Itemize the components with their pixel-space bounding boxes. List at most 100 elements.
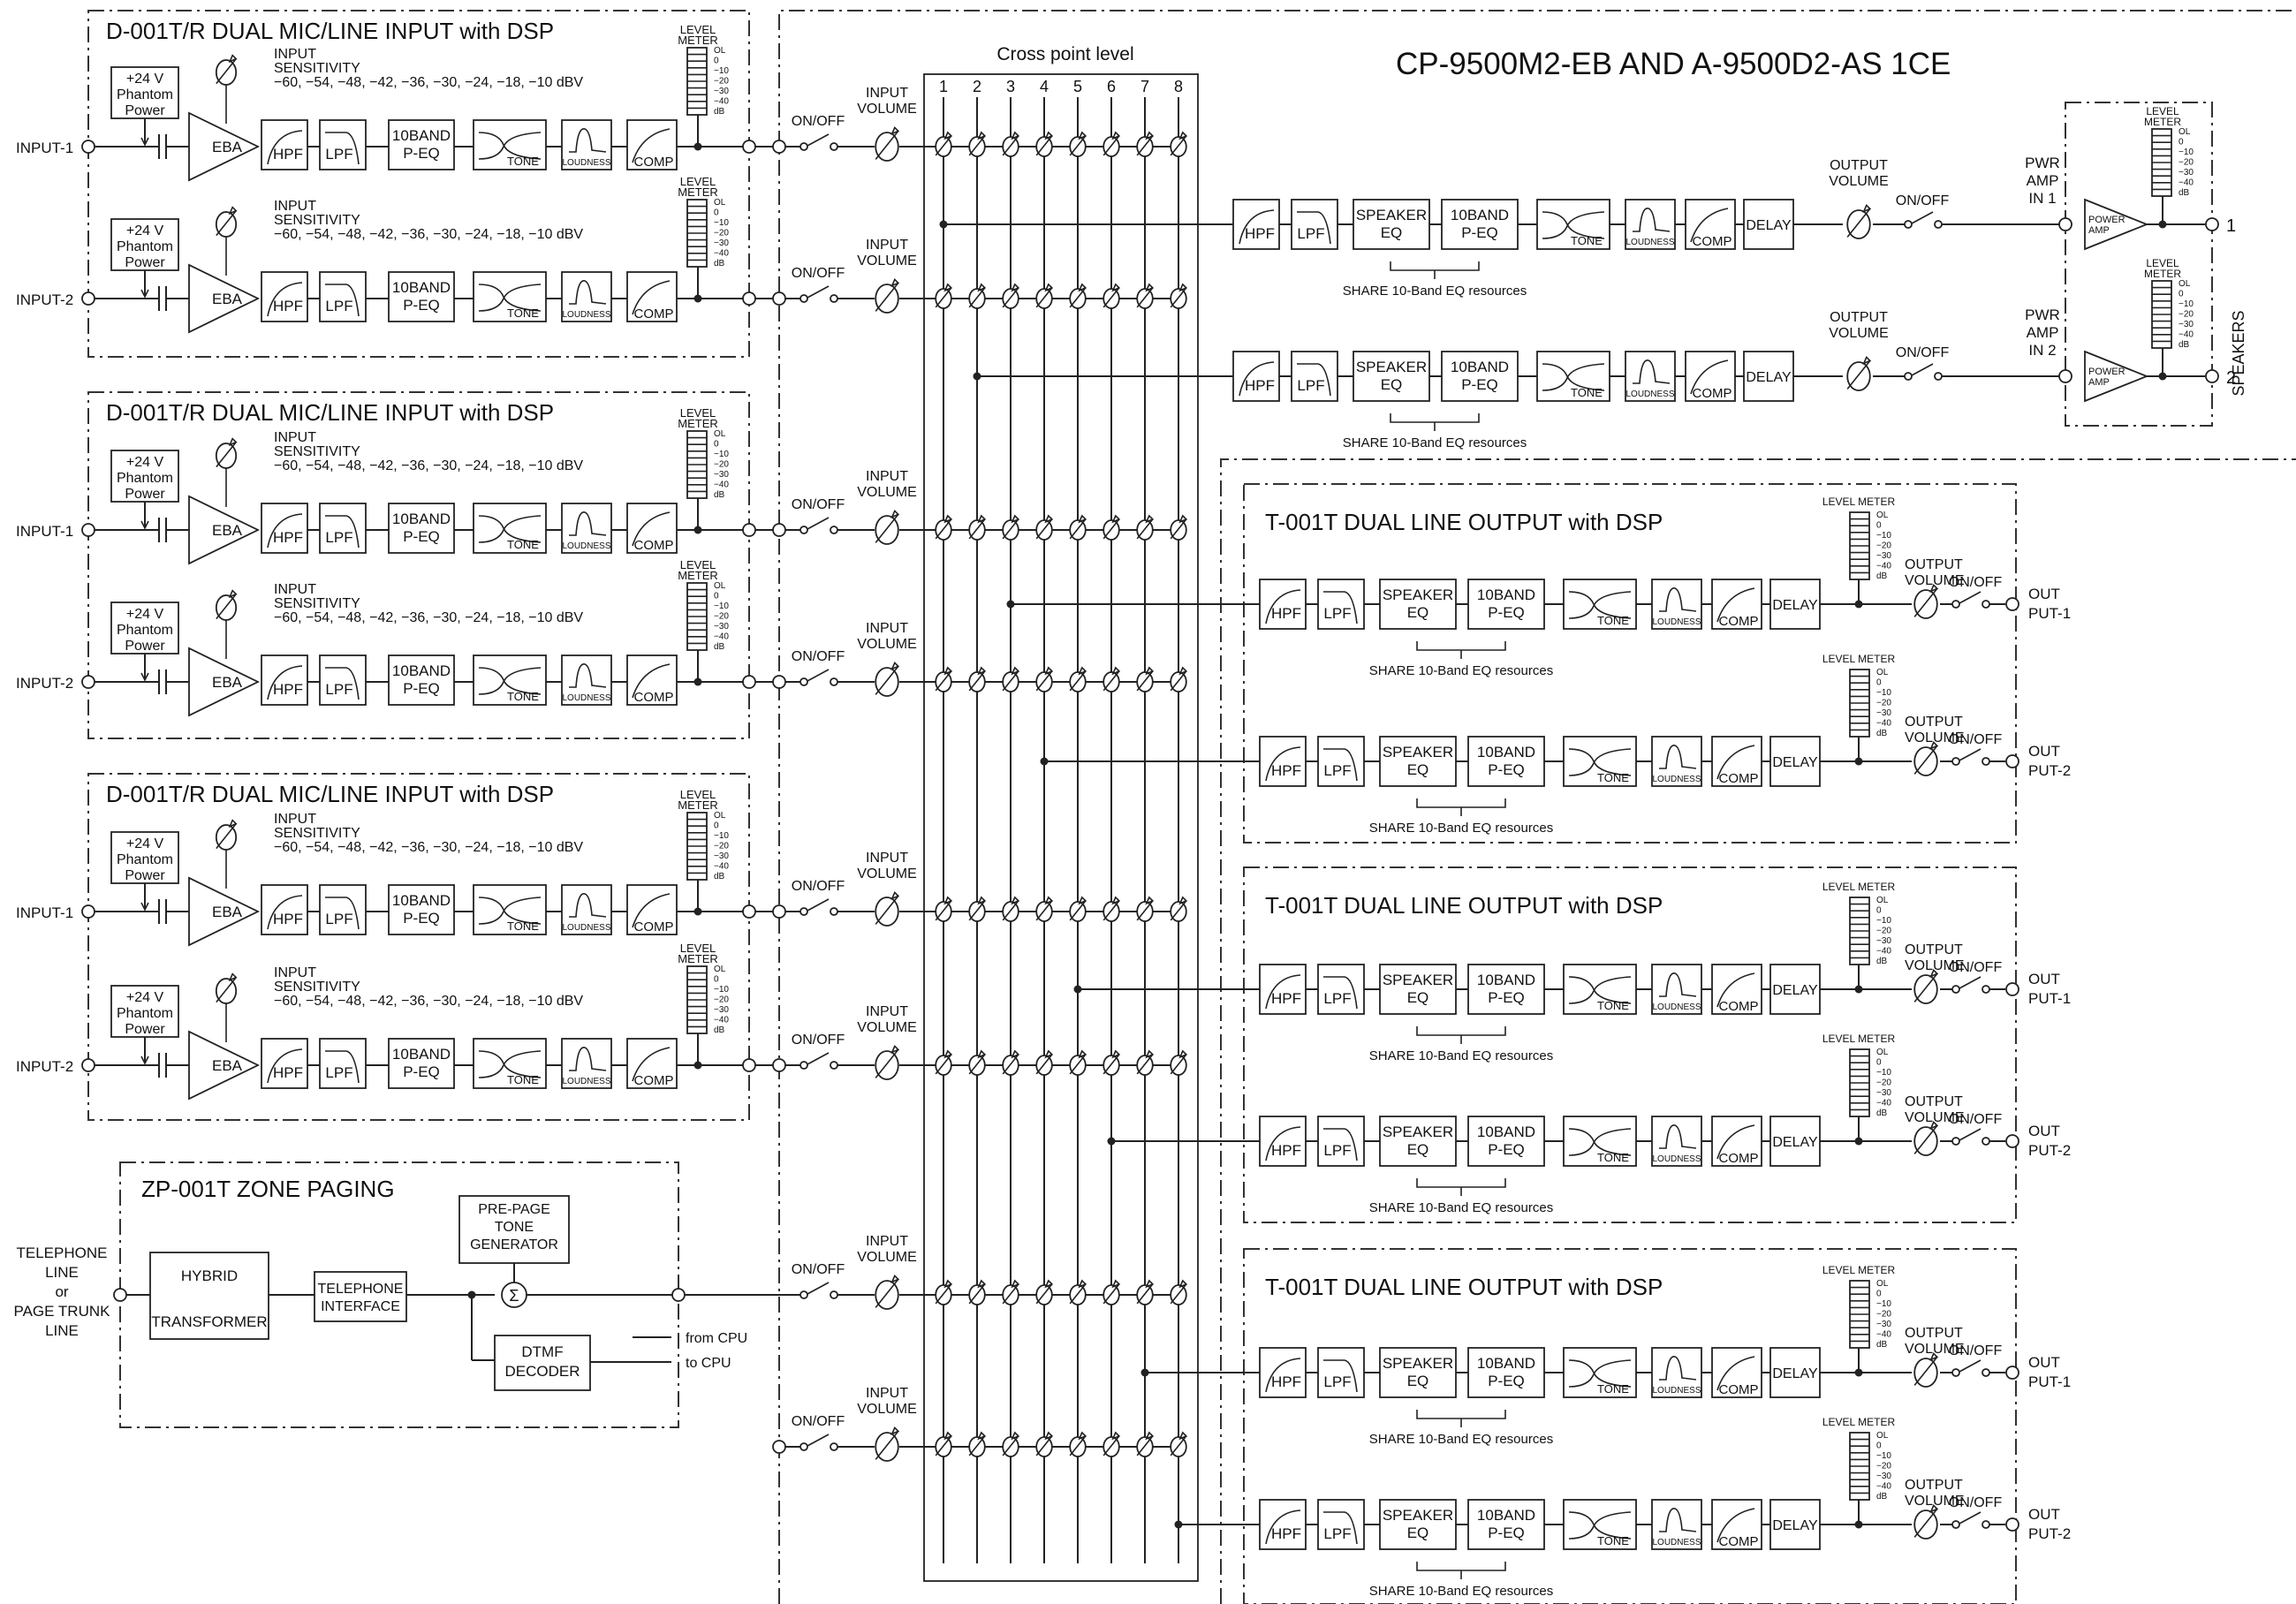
arrow	[1929, 968, 1939, 978]
comp-block	[1711, 1347, 1762, 1398]
switch-contact	[830, 677, 838, 686]
loudness-curve	[569, 663, 607, 688]
comp-label: COMP	[1719, 614, 1759, 629]
peq-label: SPEAKER	[1383, 586, 1453, 603]
phantom-power-box	[110, 66, 179, 119]
arrow	[1044, 896, 1054, 905]
speaker-output-label: 1	[2226, 216, 2236, 236]
meter-scale: dB	[714, 259, 725, 269]
output-label: PUT-1	[2028, 605, 2071, 622]
peq-label: P-EQ	[1488, 1525, 1525, 1541]
comp-block	[1711, 579, 1762, 630]
meter-scale: −30	[714, 851, 729, 861]
meter-scale: −30	[1876, 1088, 1891, 1098]
meter-scale: dB	[714, 1025, 725, 1035]
wire	[216, 442, 237, 468]
loudness-block	[561, 119, 612, 170]
comp-label: COMP	[634, 306, 674, 322]
meter-scale: −40	[1876, 1099, 1891, 1108]
wire	[1069, 1435, 1087, 1456]
telephone-label: LINE	[45, 1264, 79, 1281]
comp-curve	[1690, 208, 1729, 243]
input-label: INPUT-1	[16, 904, 73, 921]
loudness-curve	[1633, 208, 1671, 232]
peq-block	[1467, 964, 1545, 1015]
volume-knob	[215, 978, 238, 1004]
meter-scale: OL	[1876, 1431, 1889, 1441]
arrow	[977, 1279, 987, 1289]
peq-label: SPEAKER	[1383, 1355, 1453, 1372]
share-label: SHARE 10-Band EQ resources	[1369, 1200, 1553, 1215]
meter-scale: 0	[714, 57, 719, 66]
hybrid-transformer	[149, 1252, 269, 1340]
junction	[693, 677, 702, 686]
peq-block	[388, 271, 455, 322]
terminal	[2005, 754, 2019, 768]
peq-label: EQ	[1407, 989, 1429, 1006]
lpf-label: LPF	[325, 1064, 352, 1081]
terminal	[742, 904, 756, 919]
meter-scale: −40	[714, 480, 729, 490]
dtmf-decoder	[494, 1335, 591, 1391]
crosspoint-column-label: 3	[1006, 78, 1015, 95]
hpf-curve	[267, 895, 303, 930]
meter-scale: −30	[714, 470, 729, 480]
share-label: SHARE 10-Band EQ resources	[1369, 821, 1553, 836]
share-label: SHARE 10-Band EQ resources	[1369, 1584, 1553, 1599]
arrow	[890, 509, 900, 518]
meter-scale: 0	[2179, 138, 2184, 148]
delay-label: DELAY	[1746, 218, 1792, 233]
wire	[1103, 1435, 1120, 1456]
arrow	[1111, 896, 1121, 905]
peq-label: P-EQ	[403, 145, 440, 162]
wire	[216, 210, 237, 237]
eba-amplifier	[188, 1030, 261, 1101]
lpf-curve	[1323, 748, 1358, 782]
onoff-label: ON/OFF	[1949, 1343, 2003, 1358]
meter-scale: −40	[2179, 330, 2194, 340]
volume-knob	[875, 1432, 899, 1462]
hpf-block	[1259, 1116, 1307, 1167]
loudness-curve	[569, 893, 607, 918]
meter-scale: −20	[1876, 1078, 1891, 1088]
input-volume-label: INPUT	[866, 238, 908, 253]
peq-block	[1467, 1116, 1545, 1167]
arrow	[1178, 1431, 1188, 1441]
hpf-curve	[1239, 209, 1275, 245]
terminal	[2005, 982, 2019, 996]
lpf-curve	[325, 515, 360, 549]
lpf-label: LPF	[325, 529, 352, 546]
arrow	[1111, 1049, 1121, 1059]
peq-block	[388, 503, 455, 554]
lpf-curve	[1297, 211, 1331, 245]
arrow	[1929, 1503, 1939, 1513]
wire	[1913, 1124, 1938, 1154]
arrow	[943, 1049, 953, 1059]
terminal	[2005, 1366, 2019, 1380]
meter-scale: −10	[1876, 916, 1891, 926]
wire	[1035, 135, 1053, 156]
loudness-block	[1651, 1116, 1702, 1167]
volume-knob	[875, 1280, 899, 1310]
wire	[216, 58, 237, 85]
sensitivity-label: −60, −54, −48, −42, −36, −30, −24, −18, …	[274, 610, 583, 625]
terminal	[742, 675, 756, 689]
terminal	[2058, 217, 2072, 231]
hpf-block	[1259, 579, 1307, 630]
telephone-label: PAGE TRUNK	[14, 1303, 111, 1320]
arrow	[1145, 1049, 1155, 1059]
sensitivity-label: SENSITIVITY	[274, 444, 360, 459]
wire	[875, 1048, 899, 1078]
output-label: PUT-2	[2028, 1142, 2071, 1159]
meter-scale: −10	[714, 985, 729, 995]
peq-label: EQ	[1407, 1141, 1429, 1158]
arrow	[1011, 131, 1020, 140]
arrow	[890, 1274, 900, 1283]
to-cpu-label: to CPU	[686, 1356, 731, 1371]
share-label: SHARE 10-Band EQ resources	[1369, 1048, 1553, 1063]
output-volume-label: VOLUME	[1905, 573, 1965, 588]
power-amp-label: AMP	[2088, 225, 2110, 236]
hpf-block	[261, 503, 308, 554]
volume-knob	[1913, 589, 1938, 619]
tone-curve	[478, 1050, 542, 1078]
